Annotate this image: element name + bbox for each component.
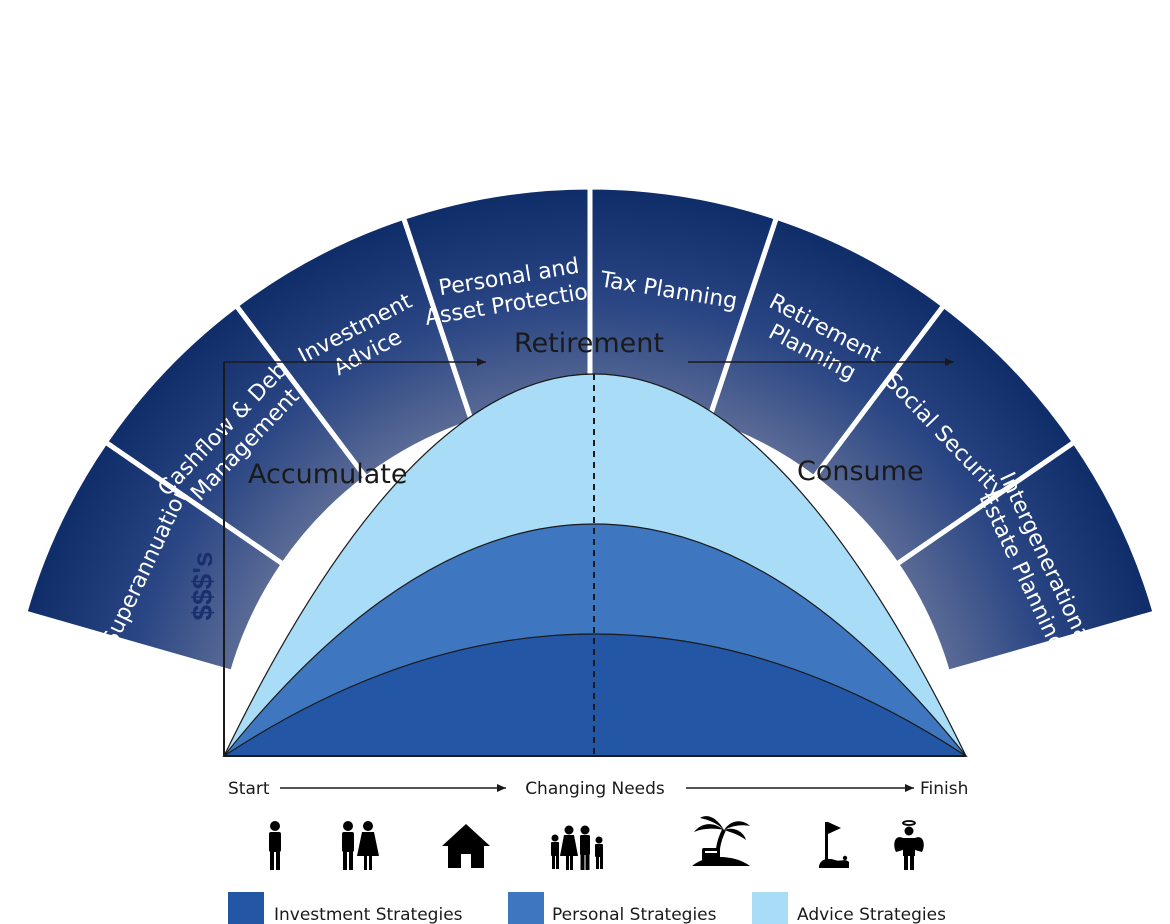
- finish-label: Finish: [920, 779, 968, 799]
- legend-swatch-advice: [752, 892, 788, 924]
- legend: Investment Strategies Personal Strategie…: [228, 892, 946, 924]
- angel-icon: [894, 820, 924, 870]
- golf-flag-icon: [819, 822, 849, 868]
- retirement-label: Retirement: [514, 328, 664, 359]
- y-axis-label: $$$'s: [187, 552, 218, 621]
- consume-label: Consume: [797, 456, 924, 487]
- family-icon: [551, 825, 603, 870]
- couple-icon: [342, 821, 379, 870]
- wealth-curve-chart: Retirement Accumulate Consume $$$'s Star…: [187, 328, 968, 799]
- house-icon: [442, 824, 490, 868]
- legend-personal-label: Personal Strategies: [552, 905, 717, 924]
- legend-advice-label: Advice Strategies: [797, 905, 946, 924]
- life-stage-icons: [269, 816, 924, 870]
- arc-segment-intergenerational: [893, 438, 1159, 676]
- start-label: Start: [228, 779, 270, 799]
- legend-swatch-personal: [508, 892, 544, 924]
- accumulate-label: Accumulate: [248, 459, 407, 490]
- changing-needs-label: Changing Needs: [525, 779, 665, 799]
- single-person-icon: [269, 821, 281, 870]
- legend-swatch-investment: [228, 892, 264, 924]
- legend-investment-label: Investment Strategies: [274, 905, 463, 924]
- palm-island-icon: [692, 816, 750, 866]
